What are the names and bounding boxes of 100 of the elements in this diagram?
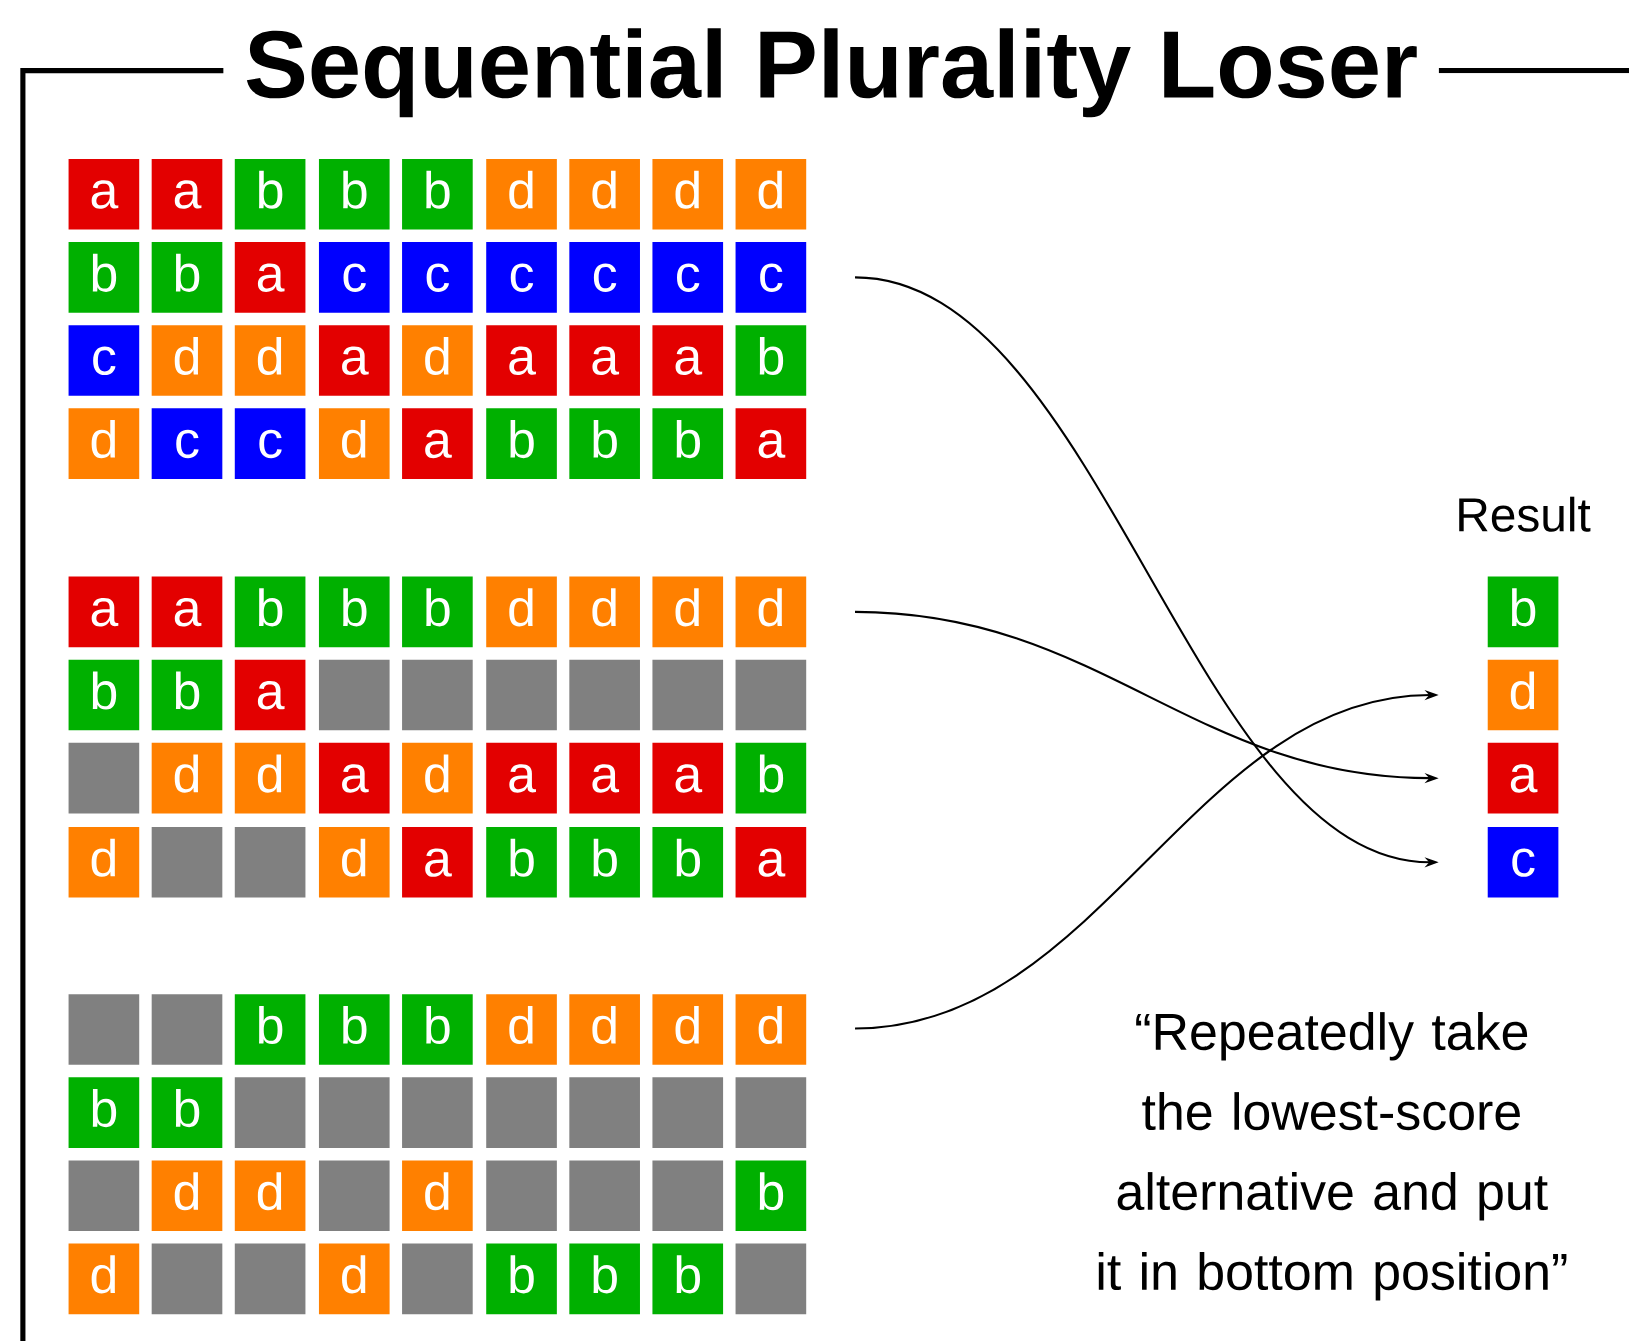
letter-tile: c: [486, 242, 557, 313]
letter-tile: b: [68, 659, 140, 731]
letter-tile: d: [735, 994, 807, 1065]
letter-tile: b: [234, 158, 306, 230]
letter-tile: d: [68, 1243, 140, 1315]
letter-tile: b: [735, 742, 807, 814]
letter-tile: d: [652, 576, 724, 648]
letter-tile: a: [68, 158, 140, 230]
letter-tile: b: [486, 408, 557, 479]
letter-tile: a: [569, 325, 640, 396]
letter-tile: d: [318, 826, 390, 898]
result-heading: Result: [1459, 496, 1591, 532]
empty-tile: [234, 1243, 306, 1315]
letter-tile: c: [735, 242, 807, 313]
result-tile: d: [1487, 659, 1559, 731]
letter-tile: d: [151, 325, 223, 396]
letter-tile: a: [151, 158, 223, 230]
result-tile: b: [1487, 576, 1559, 648]
letter-tile: d: [735, 158, 807, 230]
empty-tile: [151, 1243, 223, 1315]
letter-tile: c: [318, 242, 390, 313]
letter-tile: b: [652, 826, 724, 898]
empty-tile: [735, 1243, 807, 1315]
empty-tile: [402, 659, 473, 731]
letter-tile: b: [234, 576, 306, 648]
letter-tile: c: [402, 242, 473, 313]
empty-tile: [234, 1077, 306, 1148]
empty-tile: [569, 659, 640, 731]
empty-tile: [652, 1077, 724, 1148]
title: Sequential Plurality Loser: [246, 28, 1417, 118]
letter-tile: d: [569, 158, 640, 230]
letter-tile: a: [318, 325, 390, 396]
empty-tile: [486, 1160, 557, 1232]
letter-tile: a: [652, 742, 724, 814]
empty-tile: [151, 826, 223, 898]
letter-tile: b: [151, 242, 223, 313]
letter-tile: d: [318, 1243, 390, 1315]
letter-tile: d: [68, 408, 140, 479]
letter-tile: d: [402, 1160, 473, 1232]
letter-tile: a: [735, 826, 807, 898]
letter-tile: a: [151, 576, 223, 648]
letter-tile: a: [68, 576, 140, 648]
letter-tile: d: [652, 158, 724, 230]
letter-tile: b: [569, 1243, 640, 1315]
empty-tile: [569, 1160, 640, 1232]
letter-tile: b: [318, 158, 390, 230]
letter-tile: d: [486, 576, 557, 648]
letter-tile: b: [151, 1077, 223, 1148]
letter-tile: d: [652, 994, 724, 1065]
empty-tile: [234, 826, 306, 898]
empty-tile: [151, 994, 223, 1065]
letter-tile: a: [402, 408, 473, 479]
letter-tile: b: [402, 994, 473, 1065]
letter-tile: a: [402, 826, 473, 898]
letter-tile: b: [735, 325, 807, 396]
letter-tile: b: [68, 242, 140, 313]
letter-tile: d: [569, 576, 640, 648]
letter-tile: c: [569, 242, 640, 313]
letter-tile: d: [234, 325, 306, 396]
letter-tile: b: [151, 659, 223, 731]
letter-tile: b: [652, 1243, 724, 1315]
letter-tile: b: [569, 826, 640, 898]
letter-tile: d: [569, 994, 640, 1065]
empty-tile: [318, 659, 390, 731]
letter-tile: b: [735, 1160, 807, 1232]
letter-tile: d: [402, 742, 473, 814]
letter-tile: b: [234, 994, 306, 1065]
letter-tile: a: [569, 742, 640, 814]
empty-tile: [735, 659, 807, 731]
letter-tile: d: [68, 826, 140, 898]
result-tile: c: [1487, 826, 1559, 898]
empty-tile: [569, 1077, 640, 1148]
letter-tile: c: [652, 242, 724, 313]
letter-tile: d: [486, 158, 557, 230]
letter-tile: c: [151, 408, 223, 479]
letter-tile: d: [151, 1160, 223, 1232]
letter-tile: b: [652, 408, 724, 479]
letter-tile: d: [735, 576, 807, 648]
letter-tile: b: [486, 1243, 557, 1315]
quote-text: “Repeatedly take the lowest-score alternative and put it in bottom position”: [1098, 1012, 1567, 1301]
empty-tile: [652, 1160, 724, 1232]
letter-tile: b: [318, 576, 390, 648]
empty-tile: [486, 659, 557, 731]
letter-tile: a: [735, 408, 807, 479]
letter-tile: b: [402, 576, 473, 648]
letter-tile: d: [234, 1160, 306, 1232]
letter-tile: a: [234, 242, 306, 313]
letter-tile: d: [318, 408, 390, 479]
empty-tile: [735, 1077, 807, 1148]
empty-tile: [68, 742, 140, 814]
result-tile: a: [1487, 742, 1559, 814]
empty-tile: [318, 1077, 390, 1148]
empty-tile: [402, 1077, 473, 1148]
letter-tile: d: [486, 994, 557, 1065]
letter-tile: a: [486, 325, 557, 396]
empty-tile: [486, 1077, 557, 1148]
letter-tile: d: [234, 742, 306, 814]
letter-tile: c: [234, 408, 306, 479]
letter-tile: d: [402, 325, 473, 396]
letter-tile: b: [318, 994, 390, 1065]
